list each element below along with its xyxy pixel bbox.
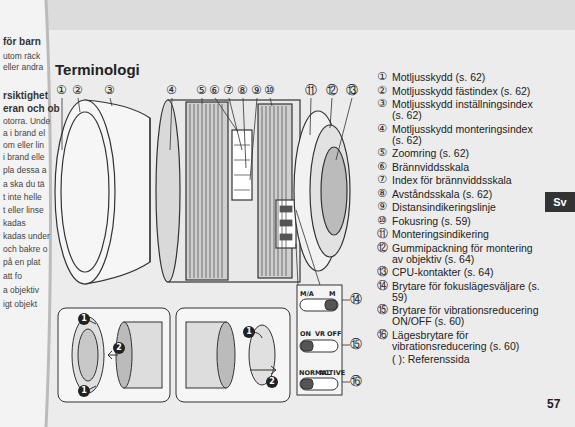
part-name: Brytare för fokuslägesväljare (s. 59)	[392, 281, 544, 303]
switch-label: ON	[300, 331, 311, 338]
left-page-text: i brand elle	[3, 153, 45, 162]
callout-number: ③	[104, 84, 115, 97]
list-number: ⑩	[377, 215, 387, 227]
callout-number: ⑮	[350, 338, 362, 351]
part-name: Index för brännviddsskala	[392, 175, 544, 186]
page-title: Terminologi	[55, 62, 140, 79]
left-page-text: på en plat	[3, 258, 40, 267]
left-page-text: a ska du tä	[3, 180, 45, 189]
switch-label: M	[329, 291, 335, 298]
part-name: Monteringsindikering	[392, 229, 544, 240]
step-number: 2	[266, 376, 278, 388]
step-number: 2	[113, 342, 125, 354]
callout-number: ⑦	[223, 84, 234, 97]
tab-text: Sv	[553, 196, 566, 208]
list-number: ①	[377, 71, 387, 83]
part-name: Avståndsskala (s. 62)	[392, 189, 544, 200]
left-page-text: kadas under	[3, 232, 50, 241]
part-name: Motljusskydd inställningsindex (s. 62)	[392, 99, 544, 121]
part-name: Lägesbrytare för vibrationsreducering (s…	[392, 330, 544, 352]
switch-label: VR	[315, 331, 325, 338]
part-name: Motljusskydd monteringsindex (s. 62)	[392, 124, 544, 146]
step-number: 1	[78, 313, 90, 325]
left-page	[0, 0, 51, 427]
part-name: Motljusskydd fästindex (s. 62)	[392, 86, 544, 97]
part-name: Gummipackning för montering av objektiv …	[392, 243, 544, 265]
list-number: ⑫	[377, 242, 388, 254]
callout-number: ⑭	[350, 293, 362, 306]
list-number: ④	[377, 123, 387, 135]
callout-number: ①	[56, 84, 67, 97]
list-number: ⑦	[377, 174, 387, 186]
left-page-text: rsiktighet	[3, 90, 48, 101]
switch-label: OFF	[327, 331, 341, 338]
right-page	[40, 30, 575, 427]
left-page-text: pla dessa a	[3, 166, 46, 175]
left-page-text: eller andra	[3, 63, 43, 72]
left-page-text: a i brand el	[3, 129, 45, 138]
part-name: Motljusskydd (s. 62)	[392, 72, 544, 83]
list-number: ⑪	[377, 228, 388, 240]
lens-hood	[55, 100, 150, 284]
callout-number: ⑤	[196, 84, 207, 97]
list-number: ⑧	[377, 188, 387, 200]
left-page-text: att fo	[3, 272, 22, 281]
part-name: Fokusring (s. 59)	[392, 216, 544, 227]
left-page-text: t inte helle	[3, 193, 42, 202]
callout-number: ⑥	[209, 84, 220, 97]
callout-number: ⑫	[326, 84, 338, 97]
callout-number: ⑯	[350, 375, 362, 388]
left-page-text: för barn	[3, 36, 41, 47]
callout-number: ⑨	[251, 84, 262, 97]
part-name: CPU-kontakter (s. 64)	[392, 267, 544, 278]
part-name: Brännviddsskala	[392, 162, 544, 173]
left-page-text: kadas	[3, 219, 26, 228]
left-page-text: om eller lin	[3, 141, 44, 150]
page-number: 57	[547, 398, 560, 411]
list-number: ⑮	[377, 304, 388, 316]
list-number: ②	[377, 85, 387, 97]
left-page-text: igt objekt	[3, 300, 37, 309]
step-number: 1	[78, 385, 90, 397]
reference-note: ( ): Referenssida	[392, 354, 470, 365]
left-page-text: och bakre o	[3, 245, 47, 254]
callout-number: ⑧	[237, 84, 248, 97]
cap-insets	[58, 308, 290, 402]
list-number: ⑤	[377, 147, 387, 159]
callout-number: ⑪	[305, 84, 317, 97]
list-number: ⑯	[377, 329, 388, 341]
switch-panel	[297, 285, 342, 395]
switch-label: ACTIVE	[319, 370, 345, 377]
ring-ribs	[190, 104, 292, 278]
callout-number: ②	[72, 84, 83, 97]
switch-label: M/A	[300, 291, 314, 298]
left-page-text: a objektiv	[3, 286, 39, 295]
callout-number: ⑩	[264, 84, 275, 97]
part-name: Distansindikeringslinje	[392, 202, 544, 213]
left-page-text: eran och ob	[3, 103, 60, 114]
list-number: ⑨	[377, 201, 387, 213]
language-tab: Sv	[545, 192, 575, 212]
lens-barrel	[156, 100, 350, 282]
left-page-text: otorra. Unde	[3, 117, 50, 126]
callout-number: ⑬	[346, 84, 358, 97]
list-number: ⑭	[377, 280, 388, 292]
list-number: ③	[377, 98, 387, 110]
step-number: 1	[243, 326, 255, 338]
left-page-text: t eller linse	[3, 206, 44, 215]
callout-number: ④	[166, 84, 177, 97]
part-name: Zoomring (s. 62)	[392, 148, 544, 159]
left-page-text: utom räck	[3, 52, 40, 61]
list-number: ⑥	[377, 161, 387, 173]
part-name: Brytare för vibrationsreducering ON/OFF …	[392, 305, 544, 327]
page-fold	[46, 0, 51, 427]
list-number: ⑬	[377, 266, 388, 278]
